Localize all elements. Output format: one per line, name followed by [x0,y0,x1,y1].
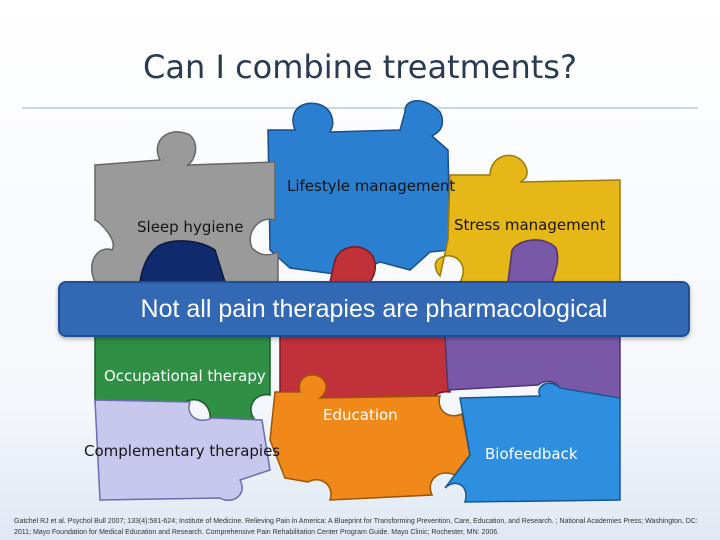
slide-title: Can I combine treatments? [143,48,577,86]
puzzle-piece-yellow [434,154,621,283]
citation-text: Gatchel RJ et al. Psychol Bull 2007; 133… [14,518,698,536]
puzzle-piece-light-blue [444,382,621,503]
puzzle-piece-blue-top [267,100,451,277]
puzzle-piece-grey [91,131,279,283]
label-sleep-hygiene: Sleep hygiene [137,218,244,236]
label-education: Education [323,406,398,424]
puzzle-piece-red-top [329,246,377,283]
label-biofeedback: Biofeedback [485,445,578,463]
label-occupational-therapy: Occupational therapy [104,367,266,385]
label-lifestyle-management: Lifestyle management [287,177,456,195]
banner-not-pharmacological: Not all pain therapies are pharmacologic… [58,281,690,337]
label-stress-management: Stress management [454,216,606,234]
title-divider [22,107,698,109]
puzzle-piece-lavender [94,399,271,501]
puzzle-piece-orange [269,374,471,501]
puzzle-piece-purple [444,335,621,401]
label-complementary-therapies: Complementary therapies [84,442,281,460]
puzzle-piece-purple-top [507,239,559,283]
